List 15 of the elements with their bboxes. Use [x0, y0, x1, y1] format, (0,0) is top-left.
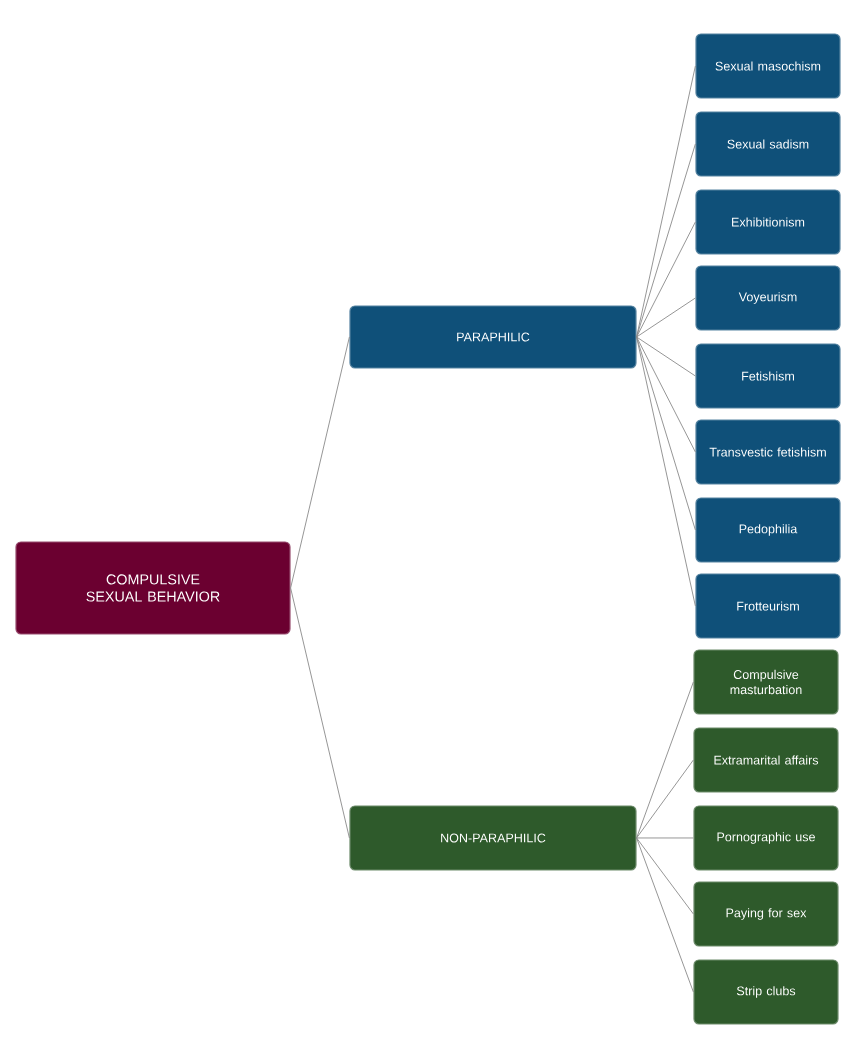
connector-line [636, 837, 694, 915]
connector-line [290, 336, 350, 589]
connector-line [636, 681, 694, 839]
connector-line [636, 837, 694, 839]
connector-line [636, 336, 696, 377]
connector-line [636, 221, 696, 338]
connector-line [636, 65, 696, 338]
connector-line [636, 143, 696, 338]
connector-line [636, 336, 696, 531]
connector-line [636, 336, 696, 607]
connector-line [636, 837, 694, 993]
connector-line [290, 587, 350, 839]
connector-line [636, 297, 696, 338]
connector-line [636, 759, 694, 839]
connector-line [636, 336, 696, 453]
